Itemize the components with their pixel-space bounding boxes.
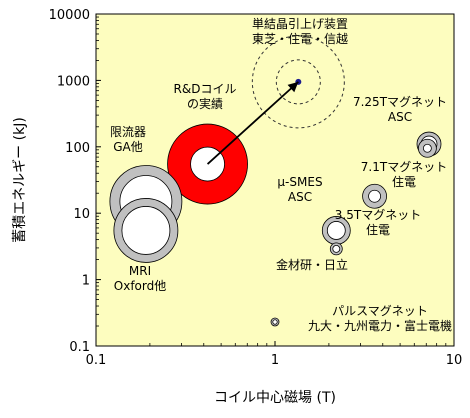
t71-label: 住電 [392,175,416,189]
y-axis-title: 蓄積エネルギー (kJ) [12,117,28,243]
y-tick-label: 10000 [49,8,90,23]
ga-label: GA他 [113,140,143,154]
trend-arrow-head [287,81,299,93]
x-tick-label: 1 [271,353,279,368]
pulse-label: 九大・九州電力・富士電機 [308,318,452,333]
t725-label: ASC [388,110,412,124]
crystal-inner-dashed-ring [275,59,321,105]
t71-inner-ring [422,143,432,153]
y-tick-label: 0.1 [69,340,90,355]
ticks: 0.1 1 10 0.1 1 10 100 1000 10000 [49,8,463,368]
t725-label: 7.25Tマグネット [353,95,447,109]
rd-label: の実績 [187,96,223,111]
crystal-label: 単結晶引上げ装置 [252,17,348,31]
smes-label: ASC [288,190,312,204]
rd-label: R&Dコイル [174,82,237,96]
smes-inner-ring [326,221,346,240]
kinzai-label: 金材研・日立 [276,257,348,272]
ga-label: 限流器 [110,125,146,139]
x-tick-label: 0.1 [86,353,107,368]
marks [109,35,442,327]
y-tick-label: 1 [82,274,90,289]
mri-inner-ring [121,206,171,255]
kinzai-inner-ring [332,244,341,253]
y-tick-label: 1000 [57,74,90,89]
crystal-label: 東芝・住電・信越 [252,31,348,46]
pulse-label: パルスマグネット [332,304,428,318]
y-tick-label: 10 [73,207,90,222]
t35-inner-ring [368,189,381,203]
mri-label: Oxford他 [114,279,166,293]
trend-arrow-line [206,81,299,165]
x-tick-label: 10 [446,353,463,368]
t35-label: 3.5Tマグネット [335,208,421,222]
mri-label: MRI [129,264,151,278]
t35-label: 住電 [366,223,390,237]
x-axis-title: コイル中心磁場 (T) [214,390,336,406]
smes-label: μ-SMES [277,175,322,189]
crystal-outer-dashed-ring [251,35,345,129]
t71-label: 7.1Tマグネット [361,160,447,174]
pulse-inner-ring [272,319,278,325]
y-tick-label: 100 [65,141,90,156]
